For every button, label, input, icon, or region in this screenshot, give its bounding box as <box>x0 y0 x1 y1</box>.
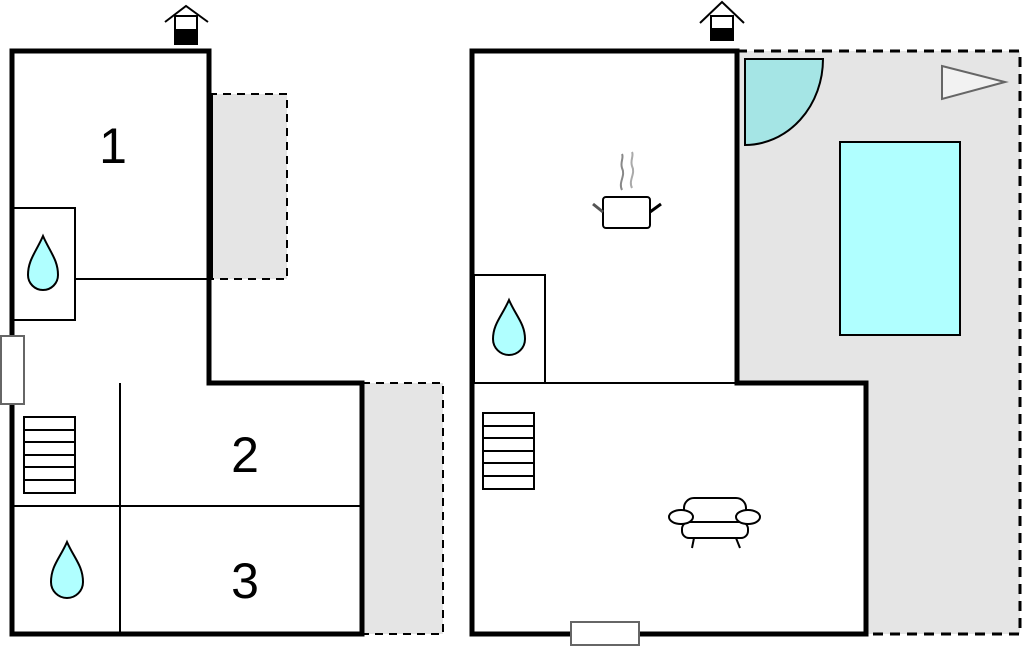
ground-floor-plan: 1 2 3 <box>0 4 444 637</box>
entrance-icon <box>164 4 209 45</box>
sofa-icon <box>668 497 761 549</box>
upper-floor-plan <box>469 0 1022 646</box>
stairs-icon <box>23 416 76 494</box>
water-drop-icon <box>26 233 60 291</box>
pool <box>839 141 961 336</box>
shower-quarter-circle <box>744 58 825 147</box>
terrace <box>737 51 1020 634</box>
room-label-3: 3 <box>231 553 259 609</box>
outdoor-area <box>361 382 444 635</box>
window <box>570 621 640 646</box>
water-drop-icon <box>49 539 85 599</box>
direction-arrow-icon <box>941 64 1009 101</box>
outdoor-area <box>208 93 288 280</box>
outer-walls <box>9 48 365 637</box>
entrance-icon <box>699 0 745 41</box>
room-label-1: 1 <box>99 118 127 174</box>
outer-walls <box>469 48 869 637</box>
room-label-2: 2 <box>231 427 259 483</box>
window <box>0 335 25 405</box>
cooking-pot-icon <box>592 151 662 229</box>
water-drop-icon <box>491 297 527 356</box>
stairs-icon <box>482 412 535 490</box>
